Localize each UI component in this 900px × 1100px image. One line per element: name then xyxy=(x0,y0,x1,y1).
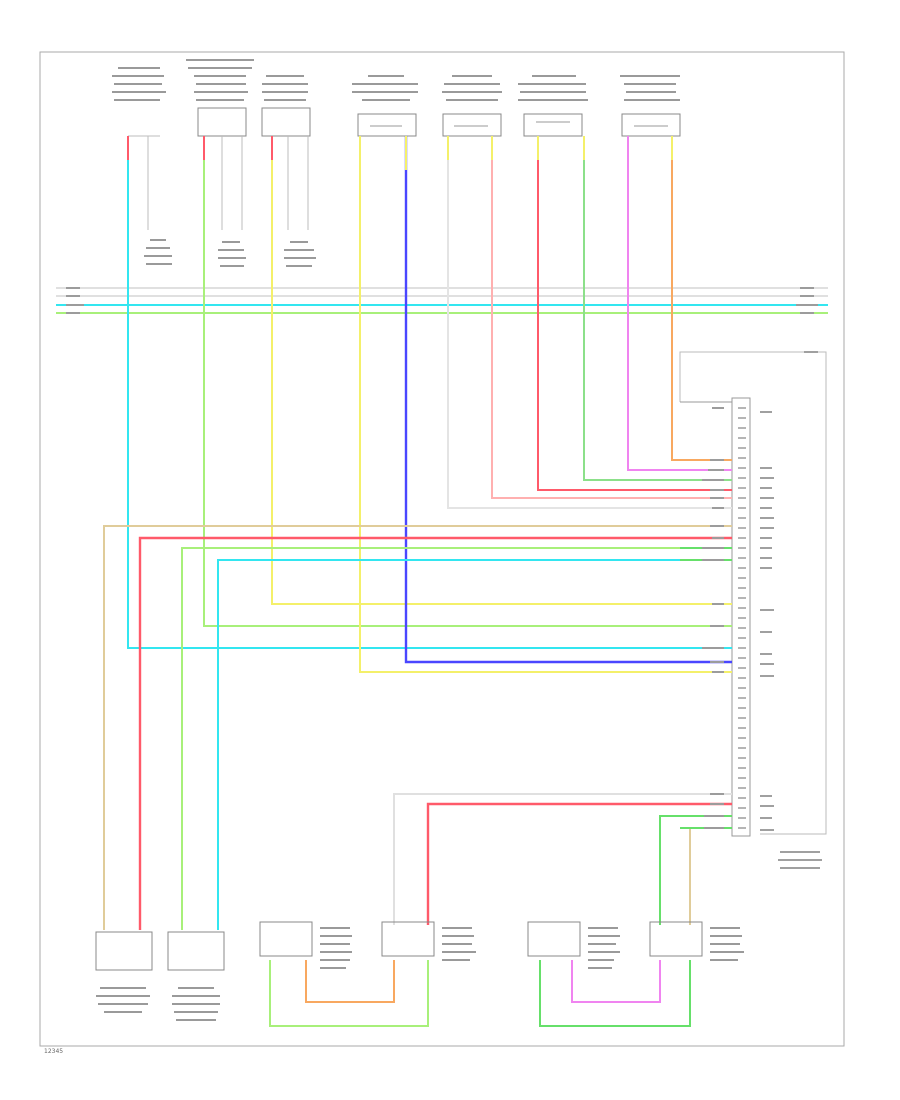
bus-lines xyxy=(56,287,828,314)
wire-white-bottom xyxy=(393,793,732,925)
component-box-6 xyxy=(621,113,681,137)
ground-blocks xyxy=(144,239,316,267)
wire-code-marks xyxy=(702,407,724,829)
sensor-bottom-6 xyxy=(167,931,225,971)
wire-lt-blue-lower xyxy=(217,559,732,930)
connector-pin-marks xyxy=(738,407,746,829)
wire-red-5 xyxy=(537,136,732,491)
sensor-bottom-2 xyxy=(381,921,435,957)
wire-white-4 xyxy=(447,136,732,509)
wire-yellow-left xyxy=(271,136,732,605)
wire-green-bottom xyxy=(659,815,732,925)
sensor-bottom-4 xyxy=(649,921,703,957)
main-connector xyxy=(679,351,827,837)
wire-orange-6 xyxy=(671,136,732,461)
top-pin-stubs xyxy=(127,135,309,230)
component-box-1 xyxy=(197,107,247,137)
wires xyxy=(103,136,732,1027)
component-box-3 xyxy=(357,113,417,137)
diagram-footer-code: 12345 xyxy=(44,1048,64,1055)
sensor-bottom-1 xyxy=(259,921,313,957)
wire-tan-bottom xyxy=(689,827,732,925)
bottom-components xyxy=(95,921,703,971)
wire-green-5 xyxy=(583,136,732,481)
wire-orange-loop-left xyxy=(305,960,395,1003)
component-box-5 xyxy=(523,113,583,137)
component-box-2 xyxy=(261,107,311,137)
diagram-frame xyxy=(39,51,845,1047)
wire-green-left xyxy=(181,547,732,930)
sensor-bottom-3 xyxy=(527,921,581,957)
wire-violet-6 xyxy=(627,136,732,471)
wire-lt-green-left xyxy=(203,136,732,627)
wire-pink-4 xyxy=(491,136,732,499)
top-components xyxy=(197,107,681,137)
wire-lt-blue-left xyxy=(127,136,732,649)
wire-yellow-mid xyxy=(359,136,732,673)
wire-tan-left xyxy=(103,525,732,930)
wire-violet-loop-right xyxy=(571,960,661,1003)
connector-signal-marks xyxy=(760,351,822,869)
switch-symbols xyxy=(370,121,668,127)
wire-green-loop-left xyxy=(269,960,429,1027)
wire-red-bottom xyxy=(426,802,732,925)
top-label-blocks xyxy=(112,59,680,101)
bus-end-marks xyxy=(66,287,818,314)
component-box-4 xyxy=(442,113,502,137)
wire-blue xyxy=(404,136,732,664)
bottom-label-blocks xyxy=(96,927,744,1021)
sensor-bottom-5 xyxy=(95,931,153,971)
wire-red-left xyxy=(138,536,732,930)
wire-green-loop-right xyxy=(539,960,691,1027)
